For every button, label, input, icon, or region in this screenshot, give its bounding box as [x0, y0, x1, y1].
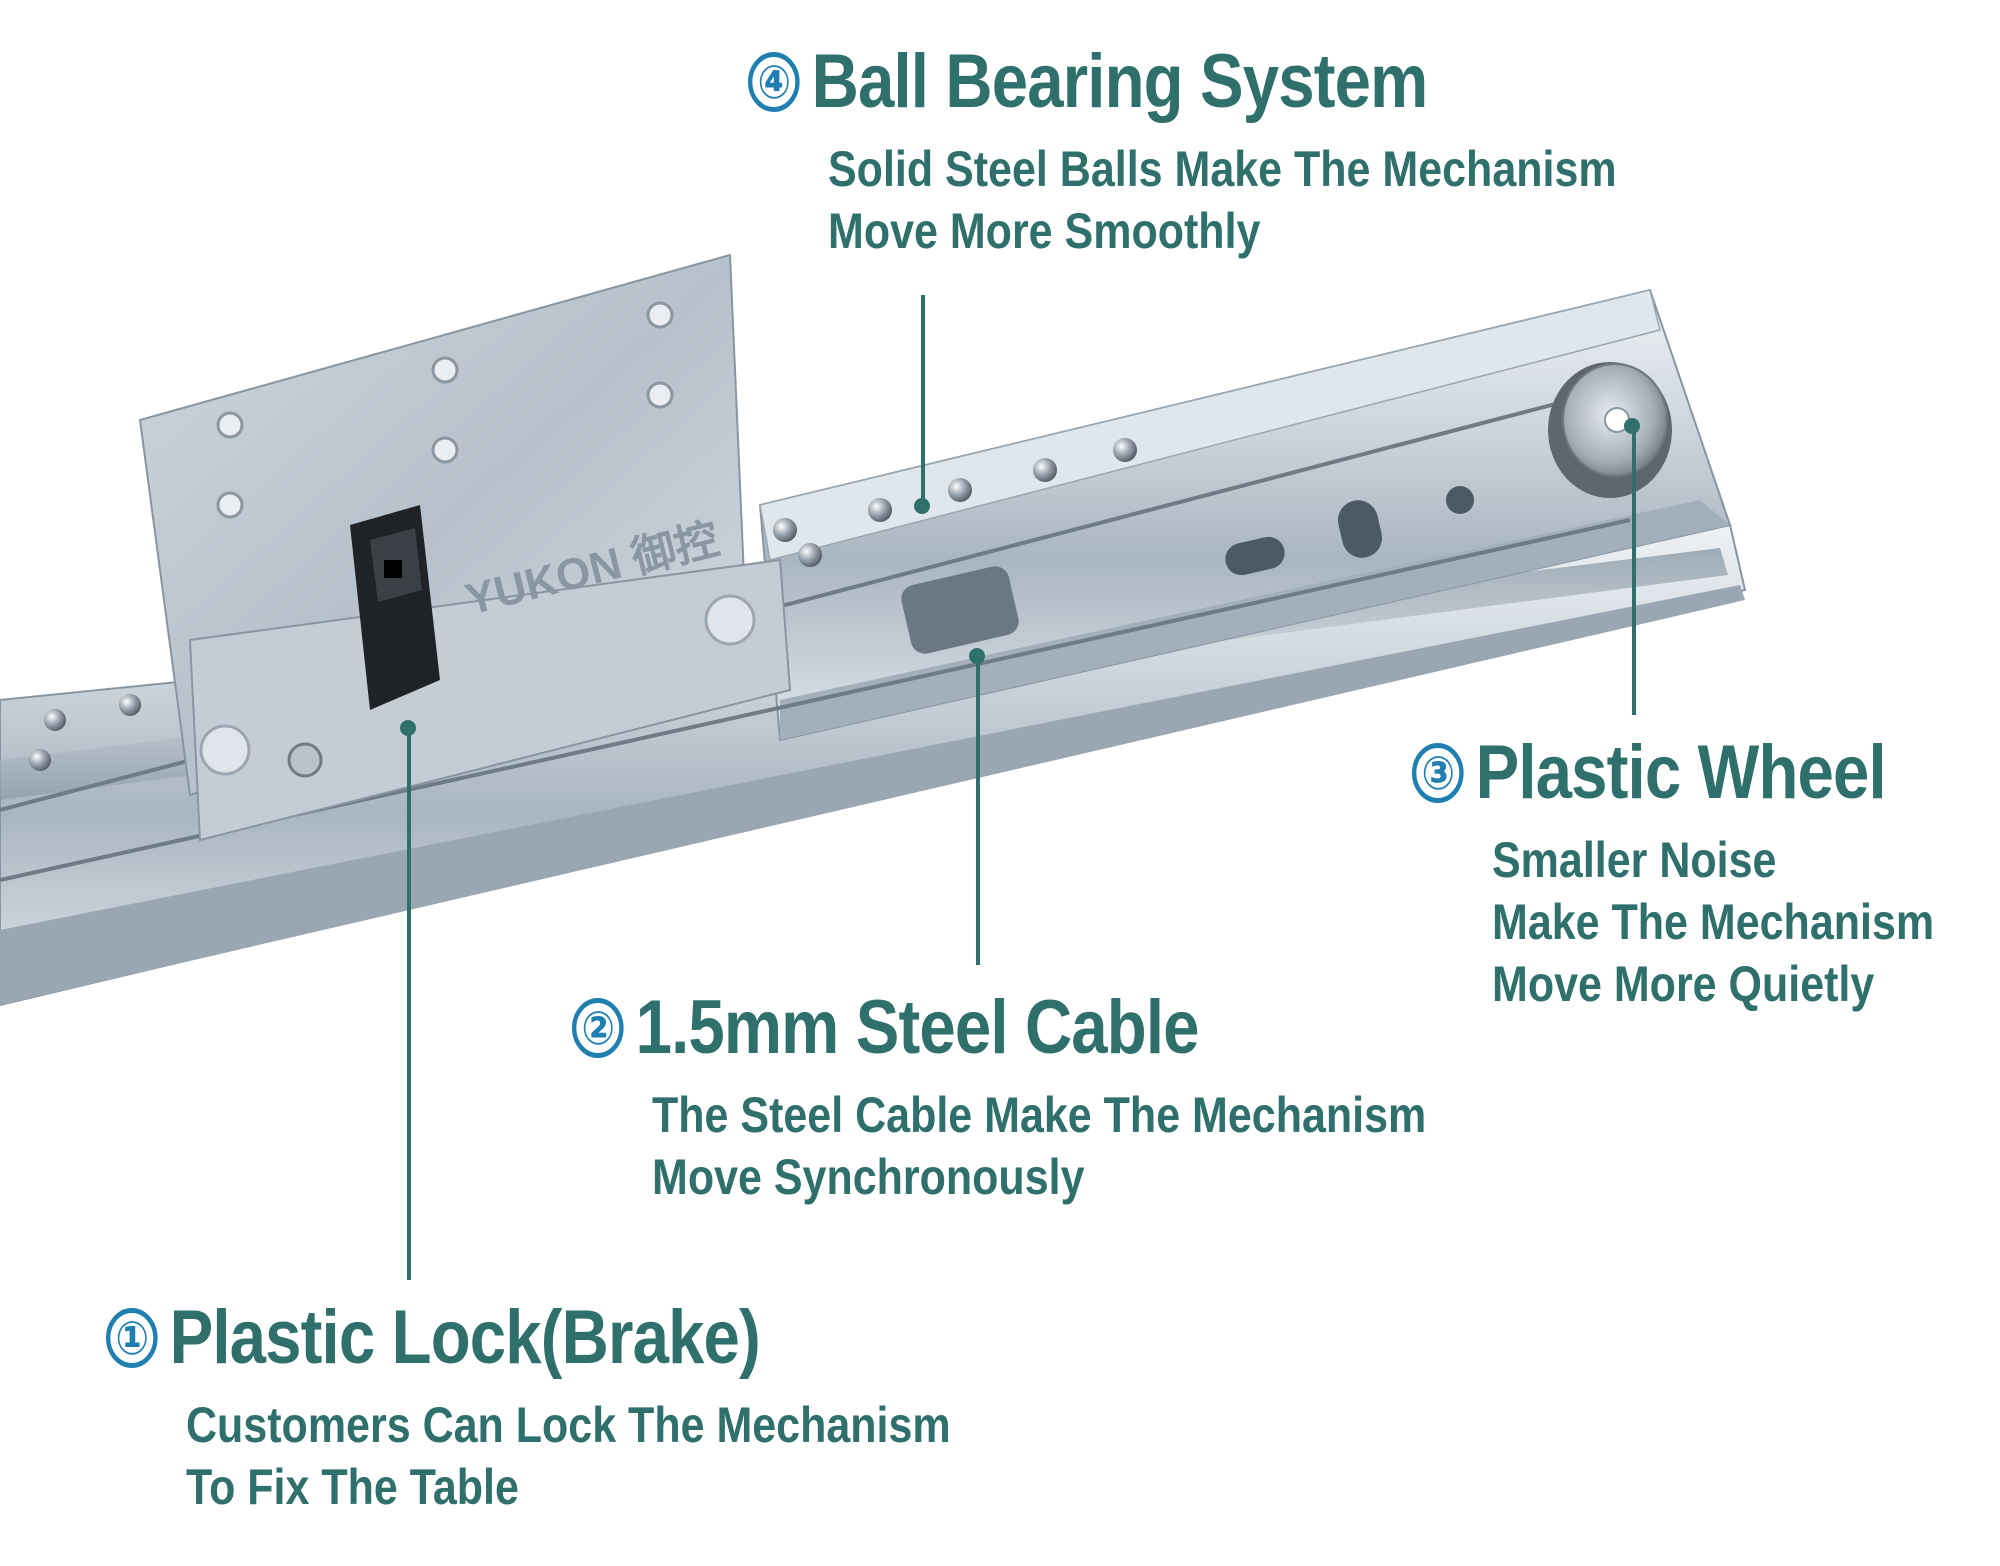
desc-line: The Steel Cable Make The Mechanism	[652, 1087, 1427, 1143]
leader-dot-lock	[400, 720, 416, 736]
callout-plastic-wheel-title: ③ Plastic Wheel	[1412, 735, 1923, 811]
desc-line: Solid Steel Balls Make The Mechanism	[828, 141, 1617, 197]
badge-4: ④	[748, 52, 800, 112]
desc-line: Move Synchronously	[652, 1149, 1085, 1205]
callout-plastic-wheel-heading: Plastic Wheel	[1475, 730, 1887, 815]
plastic-lock	[350, 505, 440, 710]
callout-ball-bearing-heading: Ball Bearing System	[811, 39, 1429, 124]
plastic-wheel	[1548, 362, 1672, 498]
callout-steel-cable-heading: 1.5mm Steel Cable	[635, 985, 1200, 1070]
callout-steel-cable-title: ② 1.5mm Steel Cable	[572, 990, 1415, 1066]
mounting-bracket: YUKON 御控	[138, 253, 792, 842]
callout-ball-bearing: ④ Ball Bearing System Solid Steel Balls …	[748, 44, 1745, 262]
callout-ball-bearing-title: ④ Ball Bearing System	[748, 44, 1605, 120]
badge-3: ③	[1412, 743, 1464, 803]
leader-line-wheel	[1632, 425, 1636, 715]
badge-1: ①	[106, 1308, 158, 1368]
leader-dot-bearing	[914, 498, 930, 514]
desc-line: Move More Quietly	[1492, 956, 1875, 1012]
ball-bearings	[29, 438, 1137, 771]
desc-line: Customers Can Lock The Mechanism	[186, 1397, 951, 1453]
inner-rail	[758, 288, 1732, 742]
leader-line-bearing	[921, 295, 925, 505]
callout-plastic-wheel-desc: Smaller Noise Make The Mechanism Move Mo…	[1492, 829, 1934, 1015]
callout-plastic-lock: ① Plastic Lock(Brake) Customers Can Lock…	[106, 1300, 1075, 1518]
callout-plastic-lock-title: ① Plastic Lock(Brake)	[106, 1300, 939, 1376]
callout-plastic-wheel: ③ Plastic Wheel Smaller Noise Make The M…	[1412, 735, 2000, 1015]
leader-dot-cable	[969, 648, 985, 664]
callout-steel-cable-desc: The Steel Cable Make The Mechanism Move …	[652, 1084, 1426, 1208]
desc-line: Move More Smoothly	[828, 203, 1261, 259]
callout-plastic-lock-desc: Customers Can Lock The Mechanism To Fix …	[186, 1394, 951, 1518]
callout-ball-bearing-desc: Solid Steel Balls Make The Mechanism Mov…	[828, 138, 1617, 262]
badge-2: ②	[572, 998, 624, 1058]
callout-plastic-lock-heading: Plastic Lock(Brake)	[169, 1295, 761, 1380]
desc-line: Make The Mechanism	[1492, 894, 1935, 950]
leader-dot-wheel	[1624, 418, 1640, 434]
leader-line-cable	[976, 655, 980, 965]
callout-steel-cable: ② 1.5mm Steel Cable The Steel Cable Make…	[572, 990, 1552, 1208]
desc-line: Smaller Noise	[1492, 832, 1777, 888]
desc-line: To Fix The Table	[186, 1459, 519, 1515]
leader-line-lock	[407, 725, 411, 1280]
